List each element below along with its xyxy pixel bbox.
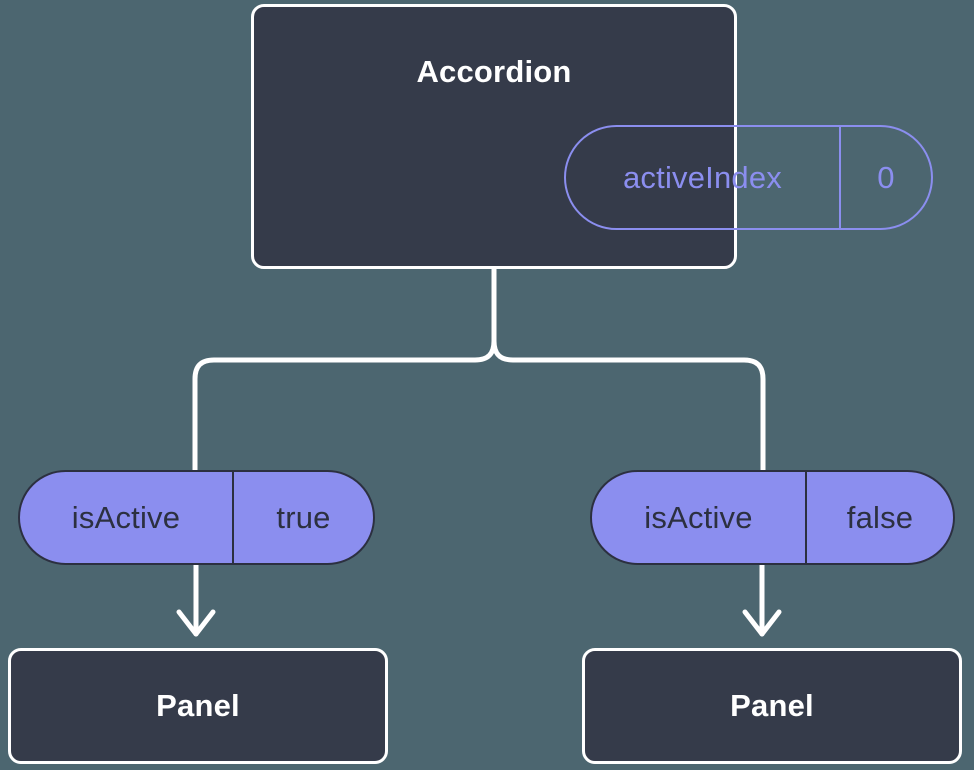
prop-pill-is-active-true[interactable]: isActive true [18,470,375,565]
edge-root-split-mirror [192,338,497,473]
prop-pill-is-active-false-key: isActive [644,499,753,535]
prop-pill-is-active-false-value: false [805,472,953,563]
state-pill-active-index-key: activeIndex [622,159,783,195]
node-panel-right-title: Panel [730,688,814,723]
state-pill-active-index[interactable]: activeIndex 0 [564,125,933,230]
prop-pill-is-active-true-key: isActive [71,499,181,535]
node-accordion-title: Accordion [416,54,572,89]
state-pill-active-index-value: 0 [839,127,931,228]
edge-root-split [491,266,766,473]
node-panel-left[interactable]: Panel [8,648,388,764]
prop-pill-is-active-false[interactable]: isActive false [590,470,955,565]
arrowhead-left [176,609,216,637]
node-panel-right[interactable]: Panel [582,648,962,764]
node-accordion[interactable]: Accordion activeIndex 0 [251,4,933,269]
arrowhead-right [742,609,782,637]
prop-pill-is-active-true-value: true [232,472,373,563]
node-panel-left-title: Panel [156,688,240,723]
